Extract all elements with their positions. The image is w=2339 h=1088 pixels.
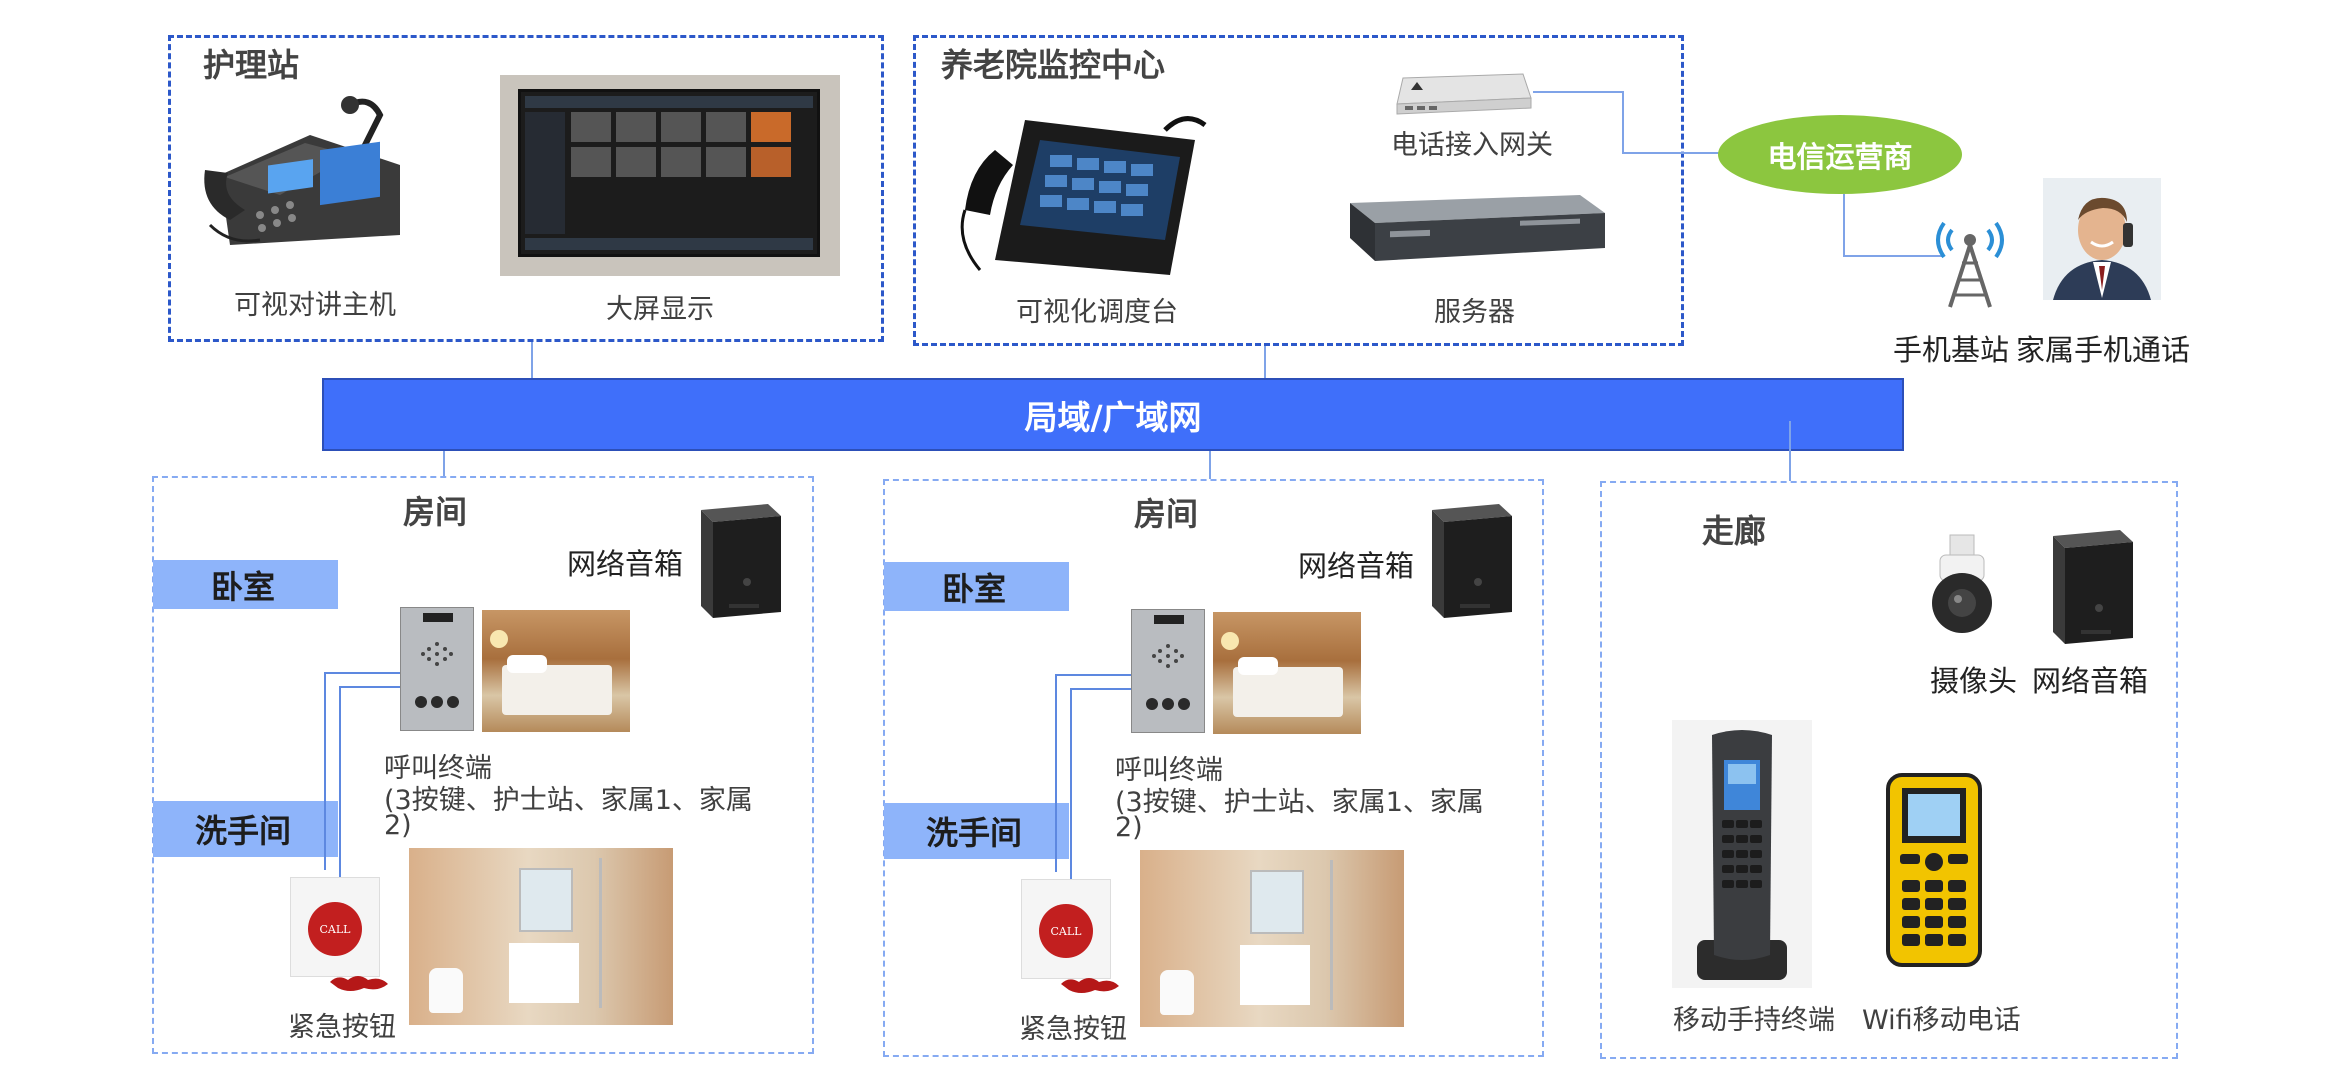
base-station-label: 手机基站	[1893, 333, 2010, 367]
dispatch-console-image	[960, 116, 1207, 275]
room-1-wire-b-h	[339, 686, 400, 688]
room-1-speaker-label: 网络音箱	[567, 547, 684, 581]
room-1-emergency-button-label: 紧急按钮	[288, 1012, 396, 1043]
link-nurse-to-bus	[531, 342, 533, 378]
room-2-call-terminal-label-1: 呼叫终端	[1115, 755, 1223, 786]
nurse-station-title: 护理站	[203, 46, 300, 84]
room-1-speaker-icon	[701, 504, 781, 618]
room-1-bathroom-tag: 洗手间	[153, 801, 338, 857]
room-1-emergency-button-image: CALL	[290, 877, 380, 977]
intercom-host-label: 可视对讲主机	[234, 290, 396, 321]
room-1-call-text: CALL	[319, 922, 351, 936]
room-1-call-terminal-image	[400, 607, 474, 731]
intercom-host-image	[204, 96, 400, 245]
network-bus-label: 局域/广域网	[1024, 397, 1202, 437]
room-1-bedroom-photo	[482, 610, 630, 732]
big-screen-label: 大屏显示	[606, 294, 714, 325]
link-bus-to-room2	[1209, 451, 1211, 479]
room-2-wire-b-h	[1070, 688, 1131, 690]
dispatch-console-label: 可视化调度台	[1016, 297, 1178, 328]
gateway-link-h1	[1533, 91, 1623, 93]
room-2-speaker-label: 网络音箱	[1298, 549, 1415, 583]
room-2-bathroom-tag: 洗手间	[884, 803, 1069, 859]
phone-gateway-image	[1396, 73, 1532, 115]
link-bus-to-room1	[443, 451, 445, 477]
camera-label: 摄像头	[1930, 664, 2018, 698]
room-1-wire-a-h	[324, 672, 400, 674]
wifi-phone-label: Wifi移动电话	[1862, 1005, 2021, 1036]
room-1-wire-b	[339, 686, 341, 884]
link-bus-to-corridor	[1789, 421, 1791, 481]
room-1-bathroom-photo	[409, 848, 673, 1025]
room-1-box	[152, 476, 814, 1054]
camera-icon	[1932, 534, 1992, 633]
operator-link-h	[1843, 255, 1943, 257]
base-station-icon	[1936, 221, 2004, 308]
gateway-link-h2	[1622, 152, 1722, 154]
gateway-link-v	[1622, 91, 1624, 153]
room-1-bedroom-tag: 卧室	[153, 560, 338, 609]
room-2-call-terminal-label-2: (3按键、护士站、家属1、家属	[1115, 787, 1484, 818]
corridor-speaker-label: 网络音箱	[2032, 664, 2149, 698]
monitor-center-title: 养老院监控中心	[941, 46, 1166, 84]
room-2-wire-a-h	[1055, 674, 1131, 676]
monitor-center-box	[913, 35, 1684, 346]
room-2-emergency-button-image: CALL	[1021, 879, 1111, 979]
handheld-terminal-label: 移动手持终端	[1673, 1005, 1835, 1036]
room-1-wire-a	[324, 672, 326, 870]
room-2-bathroom-photo	[1140, 850, 1404, 1027]
corridor-box	[1600, 481, 2178, 1059]
room-2-wire-a	[1055, 674, 1057, 872]
room-2-pull-cord-icon	[1061, 978, 1119, 993]
room-2-bedroom-photo	[1213, 612, 1361, 734]
handheld-terminal-image	[1672, 720, 1812, 988]
telecom-operator-ellipse: 电信运营商	[1718, 115, 1962, 194]
room-2-call-terminal-label-3: 2)	[1115, 812, 1143, 843]
room-2-call-terminal-image	[1131, 609, 1205, 733]
room-2-call-text: CALL	[1050, 924, 1082, 938]
room-2-title: 房间	[1134, 495, 1199, 533]
phone-gateway-label: 电话接入网关	[1391, 130, 1553, 161]
operator-link-v	[1843, 194, 1845, 256]
link-monitor-to-bus	[1264, 346, 1266, 378]
room-2-bedroom-tag: 卧室	[884, 562, 1069, 611]
wifi-phone-image	[1886, 773, 1982, 967]
family-phone-image	[2043, 178, 2161, 300]
server-label: 服务器	[1434, 297, 1515, 328]
network-bus: 局域/广域网	[322, 378, 1904, 451]
room-2-wire-b	[1070, 688, 1072, 886]
room-2-emergency-button-label: 紧急按钮	[1019, 1014, 1127, 1045]
room-1-call-terminal-label-3: 2)	[384, 810, 412, 841]
server-image	[1350, 195, 1605, 261]
room-1-call-terminal-label-2: (3按键、护士站、家属1、家属	[384, 785, 753, 816]
big-screen-image	[500, 75, 840, 276]
family-phone-label: 家属手机通话	[2016, 333, 2191, 367]
telecom-operator-label: 电信运营商	[1767, 139, 1913, 174]
room-1-title: 房间	[403, 493, 468, 531]
room-1-pull-cord-icon	[330, 976, 388, 991]
room-2-speaker-icon	[1432, 504, 1512, 618]
corridor-speaker-icon	[2053, 530, 2133, 644]
nurse-station-box	[168, 35, 884, 342]
room-2-box	[883, 479, 1544, 1057]
corridor-title: 走廊	[1702, 512, 1767, 550]
room-1-call-terminal-label-1: 呼叫终端	[384, 753, 492, 784]
